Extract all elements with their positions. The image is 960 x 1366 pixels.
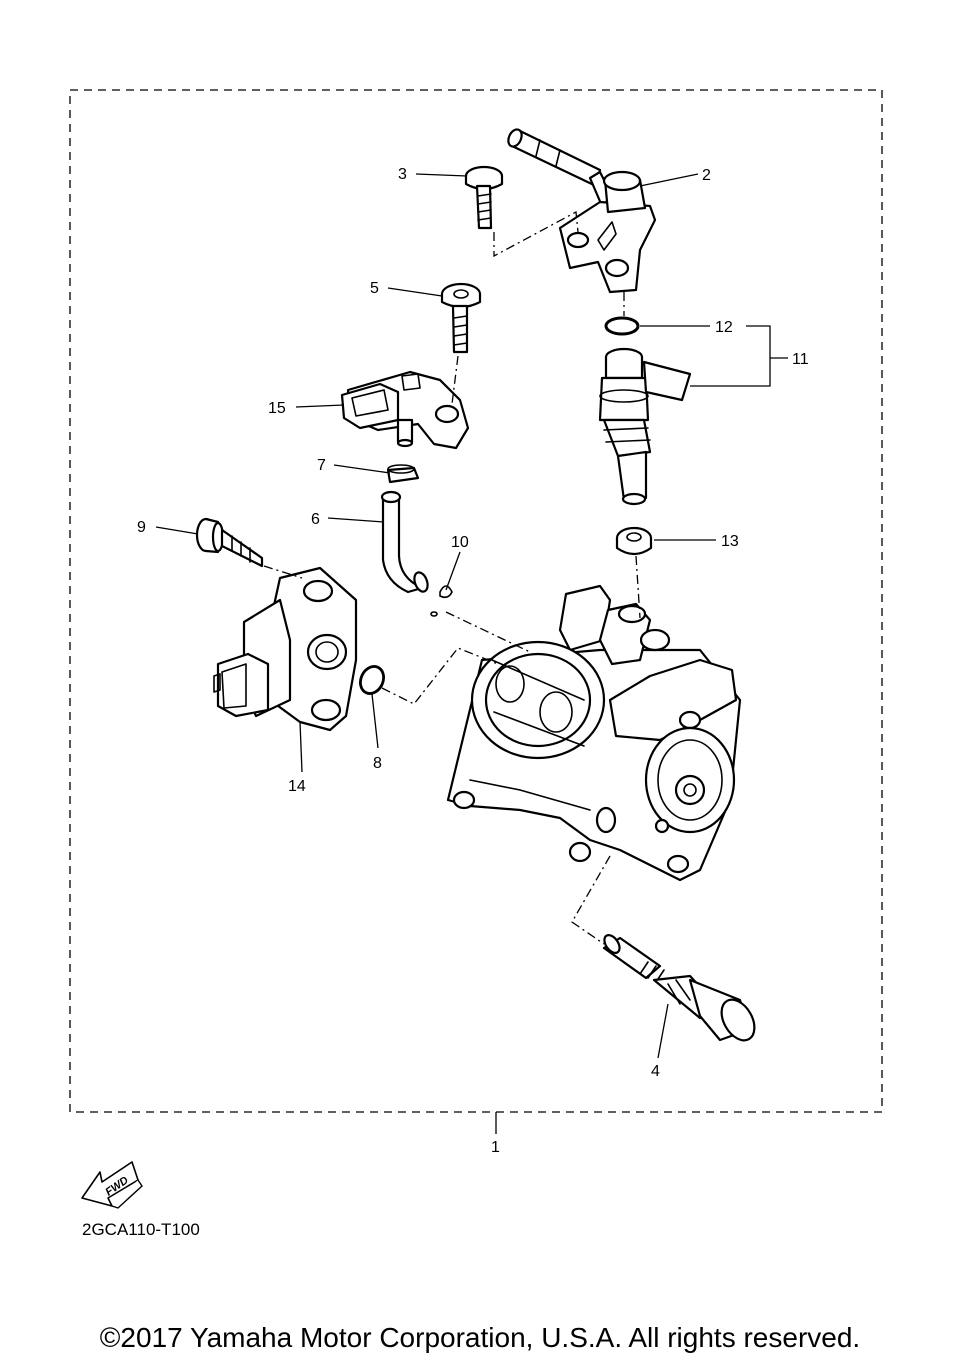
callout-8: 8 (373, 755, 382, 772)
alignment-lines (263, 210, 641, 945)
callout-numbers: 1 2 3 4 5 6 7 8 9 10 11 12 13 14 15 (137, 166, 809, 1156)
o-ring-part-8[interactable] (356, 663, 388, 698)
bolt-part-9[interactable] (195, 517, 264, 568)
copyright-notice: ©2017 Yamaha Motor Corporation, U.S.A. A… (99, 1322, 861, 1353)
bolt-part-5[interactable] (440, 282, 482, 354)
diagram-code: 2GCA110-T100 (82, 1220, 200, 1239)
fuel-injector-part[interactable] (598, 347, 692, 506)
injector-seal-part[interactable] (615, 526, 653, 556)
callout-14: 14 (288, 778, 306, 795)
callout-10: 10 (451, 534, 469, 551)
bolt-part-3[interactable] (464, 165, 504, 230)
leader-lines (155, 173, 788, 1134)
throttle-body-part[interactable] (446, 584, 742, 882)
callout-9: 9 (137, 519, 146, 536)
callout-7: 7 (317, 457, 326, 474)
callout-12: 12 (715, 319, 733, 336)
forward-direction-arrow: FWD (81, 1161, 143, 1209)
vacuum-hose-part[interactable] (380, 490, 430, 594)
pressure-sensor-part[interactable] (340, 370, 470, 450)
callout-3: 3 (398, 166, 407, 183)
adjust-screw-part[interactable] (601, 932, 761, 1046)
callout-11: 11 (792, 351, 809, 368)
assembly-boundary (69, 89, 883, 1113)
callout-15: 15 (268, 400, 286, 417)
o-ring-part-12[interactable] (604, 316, 640, 336)
callout-2: 2 (702, 167, 711, 184)
hose-clip-part[interactable] (386, 464, 420, 484)
callout-1: 1 (491, 1139, 500, 1156)
callout-4: 4 (651, 1063, 660, 1080)
fuel-pipe-part[interactable] (506, 127, 657, 294)
pin-part-10[interactable] (430, 585, 453, 617)
callout-6: 6 (311, 511, 320, 528)
callout-13: 13 (721, 533, 739, 550)
callout-5: 5 (370, 280, 379, 297)
throttle-sensor-part[interactable] (213, 566, 358, 732)
